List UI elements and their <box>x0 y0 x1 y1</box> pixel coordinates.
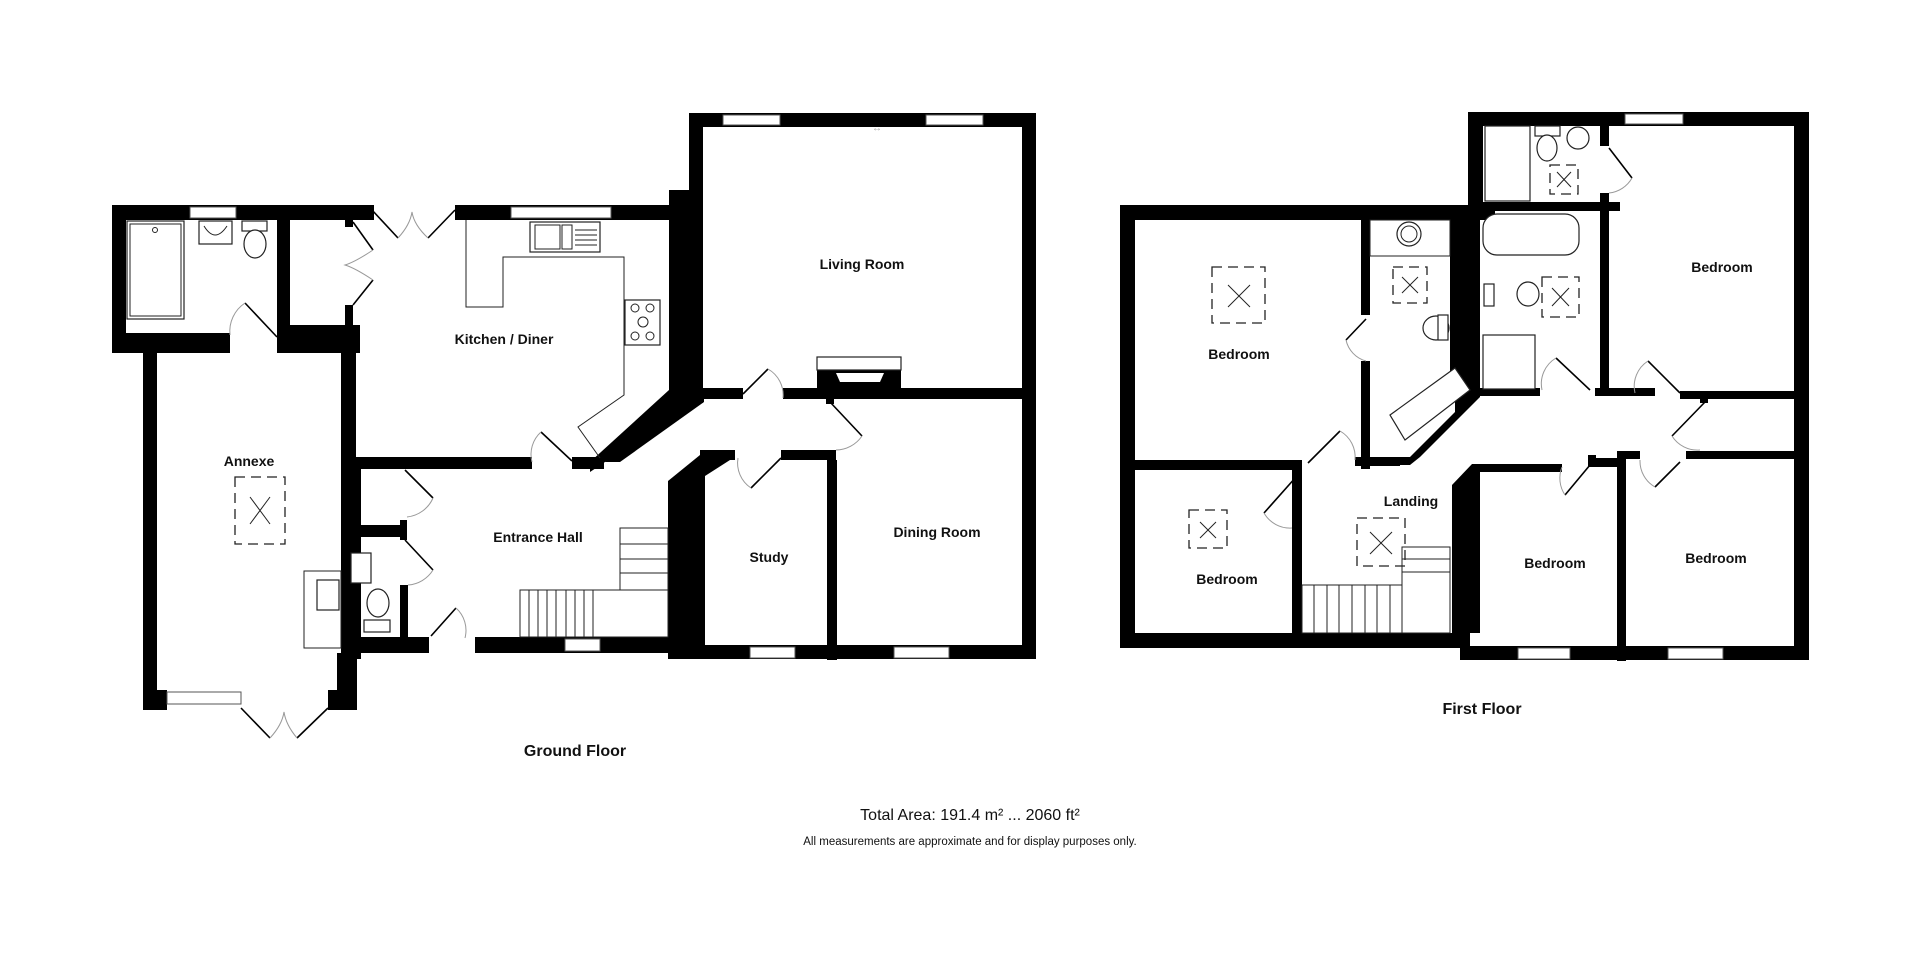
room-label-bedroom-nw: Bedroom <box>1208 346 1270 362</box>
first-floor-fixtures <box>1188 125 1590 634</box>
floor-title-first: First Floor <box>1442 701 1522 718</box>
disclaimer: All measurements are approximate and for… <box>803 836 1137 848</box>
floor-title-ground: Ground Floor <box>523 743 627 760</box>
total-area: Total Area: 191.4 m² ... 2060 ft² <box>860 807 1080 824</box>
room-label-kitchen-diner: Kitchen / Diner <box>454 331 554 347</box>
room-label-dining-room: Dining Room <box>893 524 981 540</box>
room-label-bedroom-s: Bedroom <box>1524 555 1586 571</box>
ground-floor-fixtures <box>126 220 902 649</box>
first-floor-doors <box>1263 147 1706 529</box>
room-label-annexe: Annexe <box>223 453 275 469</box>
room-label-bedroom-se: Bedroom <box>1685 550 1747 566</box>
ground-floor-doors: ↔ <box>229 116 882 739</box>
ground-floor-walls <box>112 113 1036 710</box>
svg-text:↔: ↔ <box>872 123 882 134</box>
room-label-study: Study <box>749 549 789 565</box>
ground-floor-windows <box>166 114 984 705</box>
room-label-bedroom-sw: Bedroom <box>1196 571 1258 587</box>
room-label-entrance-hall: Entrance Hall <box>493 529 583 545</box>
room-label-landing: Landing <box>1383 493 1439 509</box>
room-label-living-room: Living Room <box>819 256 905 272</box>
room-label-bedroom-ne: Bedroom <box>1691 259 1753 275</box>
first-floor-windows <box>1517 113 1724 660</box>
